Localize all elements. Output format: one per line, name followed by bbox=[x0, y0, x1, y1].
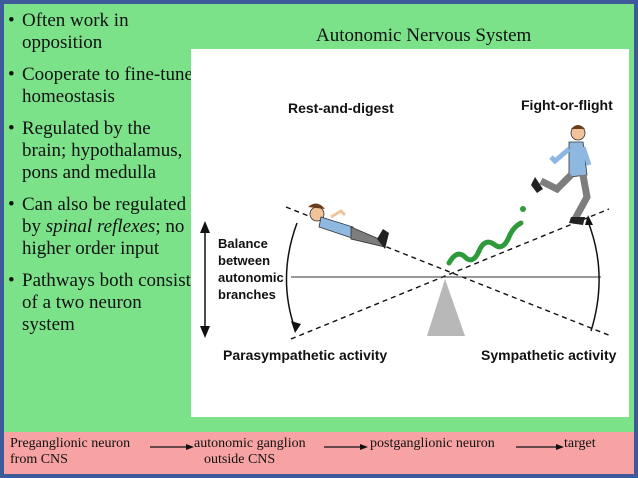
ganglion-label: autonomic ganglion outside CNS bbox=[194, 436, 306, 467]
postganglionic-label: postganglionic neuron bbox=[370, 436, 495, 451]
arrow-head-icon bbox=[186, 444, 194, 450]
arrow-up-icon bbox=[200, 221, 210, 233]
resting-person-icon bbox=[308, 203, 389, 249]
bullet-dot: • bbox=[8, 270, 15, 291]
snake-head-icon bbox=[520, 206, 526, 212]
diagram-title: Autonomic Nervous System bbox=[316, 25, 532, 46]
rest-and-digest-label: Rest-and-digest bbox=[288, 100, 394, 116]
pathway-bar: Preganglionic neuron from CNS autonomic … bbox=[4, 432, 634, 474]
bullet-text: Regulated by the brain; hypothalamus, po… bbox=[22, 118, 183, 183]
bullet-dot: • bbox=[8, 10, 15, 31]
sympathetic-label: Sympathetic activity bbox=[481, 347, 617, 363]
bullet-item: • Often work in opposition bbox=[8, 10, 194, 54]
bullet-dot: • bbox=[8, 64, 15, 85]
bullet-list: • Often work in opposition • Cooperate t… bbox=[8, 10, 194, 346]
arrow-head-icon bbox=[556, 444, 564, 450]
bullet-item: • Cooperate to fine-tune homeostasis bbox=[8, 64, 194, 108]
running-person-icon bbox=[531, 125, 592, 225]
bullet-item: • Pathways both consist of a two neuron … bbox=[8, 270, 194, 336]
bullet-text: Can also be regulated by spinal reflexes… bbox=[22, 194, 187, 259]
bullet-dot: • bbox=[8, 194, 15, 215]
bullet-text: Cooperate to fine-tune homeostasis bbox=[22, 64, 193, 107]
target-label: target bbox=[564, 436, 596, 451]
bullet-item: • Regulated by the brain; hypothalamus, … bbox=[8, 118, 194, 184]
arc-arrow-icon bbox=[585, 215, 593, 225]
bullet-text: Often work in opposition bbox=[22, 10, 129, 53]
emphasis-text: spinal reflexes bbox=[45, 216, 156, 237]
content-area: • Often work in opposition • Cooperate t… bbox=[4, 4, 634, 432]
fulcrum bbox=[427, 279, 465, 336]
slide: • Often work in opposition • Cooperate t… bbox=[4, 4, 634, 474]
arc-arrow-icon bbox=[291, 321, 301, 333]
arrow-head-icon bbox=[360, 444, 368, 450]
arrow-down-icon bbox=[200, 326, 210, 338]
bullet-text: Pathways both consist of a two neuron sy… bbox=[22, 270, 191, 335]
fight-or-flight-label: Fight-or-flight bbox=[521, 97, 613, 113]
snake-icon bbox=[446, 220, 524, 266]
right-arc bbox=[586, 218, 600, 332]
preganglionic-label: Preganglionic neuron from CNS bbox=[10, 436, 131, 467]
left-arc bbox=[285, 222, 298, 330]
balance-label: Balance between autonomic branches bbox=[218, 236, 284, 302]
bullet-item: • Can also be regulated by spinal reflex… bbox=[8, 194, 194, 260]
pathway-arrows bbox=[150, 444, 564, 450]
parasympathetic-label: Parasympathetic activity bbox=[223, 347, 388, 363]
balance-diagram bbox=[200, 125, 612, 340]
dashed-tilt-line bbox=[290, 208, 610, 340]
diagram-panel: Rest-and-digest Fight-or-flight Balance … bbox=[191, 49, 629, 417]
bullet-dot: • bbox=[8, 118, 15, 139]
